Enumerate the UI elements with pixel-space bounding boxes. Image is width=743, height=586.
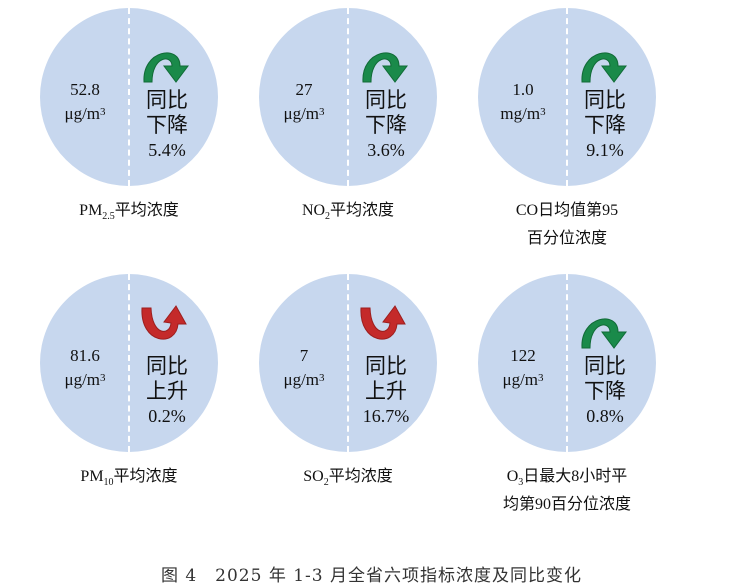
change-percentage: 0.8% bbox=[586, 406, 624, 426]
metric-label: PM2.5平均浓度 bbox=[79, 202, 179, 223]
value-unit: μg/m3 bbox=[265, 102, 343, 126]
change-label-line1: 同比 bbox=[584, 354, 626, 378]
arrow-down-icon bbox=[581, 318, 627, 349]
unit-exponent: 3 bbox=[319, 372, 325, 384]
metric-label: CO日均值第95 百分位浓度 bbox=[515, 202, 619, 248]
unit-exponent: 3 bbox=[100, 106, 106, 118]
change-label: 同比 上升 bbox=[132, 354, 202, 404]
value-number: 27 bbox=[295, 80, 313, 99]
change-label-line1: 同比 bbox=[365, 354, 407, 378]
unit-base: μg/m bbox=[502, 370, 539, 389]
unit-exponent: 3 bbox=[540, 106, 546, 118]
card-pm25: 52.8 μg/m3 同比 下降 5.4% PM2.5平均浓度 bbox=[34, 8, 234, 238]
concentration-value: 52.8 μg/m3 bbox=[46, 78, 124, 126]
change-percentage: 9.1% bbox=[586, 140, 624, 160]
value-number: 1.0 bbox=[512, 80, 534, 99]
arrow-down-icon bbox=[143, 52, 189, 83]
metric-label: PM10平均浓度 bbox=[80, 468, 178, 489]
change-label: 同比 下降 bbox=[570, 88, 640, 138]
change-label-line1: 同比 bbox=[584, 88, 626, 112]
concentration-value: 81.6 μg/m3 bbox=[46, 344, 124, 392]
card-co: 1.0 mg/m3 同比 下降 9.1% CO日均值第95 百分位浓度 bbox=[472, 8, 672, 247]
unit-base: μg/m bbox=[64, 104, 101, 123]
unit-exponent: 3 bbox=[538, 372, 544, 384]
arrow-down-icon bbox=[581, 52, 627, 83]
concentration-value: 1.0 mg/m3 bbox=[484, 78, 562, 126]
change-percentage: 16.7% bbox=[362, 406, 410, 426]
change-direction: 下降 bbox=[365, 113, 407, 137]
unit-exponent: 3 bbox=[100, 372, 106, 384]
change-label-line1: 同比 bbox=[146, 88, 188, 112]
change-percentage: 3.6% bbox=[367, 140, 405, 160]
value-unit: mg/m3 bbox=[484, 102, 562, 126]
unit-base: μg/m bbox=[283, 370, 320, 389]
circle-divider bbox=[128, 274, 130, 452]
concentration-value: 7 μg/m3 bbox=[265, 344, 343, 392]
change-percentage: 0.2% bbox=[148, 406, 186, 426]
value-number: 122 bbox=[510, 346, 536, 365]
unit-base: mg/m bbox=[500, 104, 541, 123]
arrow-down-icon bbox=[362, 52, 408, 83]
arrow-up-icon bbox=[141, 305, 187, 340]
circle-divider bbox=[347, 8, 349, 186]
value-unit: μg/m3 bbox=[46, 368, 124, 392]
change-percentage: 5.4% bbox=[148, 140, 186, 160]
metric-label: O3日最大8小时平 均第90百分位浓度 bbox=[502, 468, 631, 514]
card-no2: 27 μg/m3 同比 下降 3.6% NO2平均浓度 bbox=[253, 8, 453, 238]
change-label: 同比 上升 bbox=[351, 354, 421, 404]
metric-label: NO2平均浓度 bbox=[301, 202, 395, 223]
change-direction: 上升 bbox=[365, 379, 407, 403]
change-direction: 下降 bbox=[146, 113, 188, 137]
figure-caption: 图 4 2025 年 1-3 月全省六项指标浓度及同比变化 bbox=[160, 566, 583, 586]
card-so2: 7 μg/m3 同比 上升 16.7% SO2平均浓度 bbox=[253, 274, 453, 504]
unit-exponent: 3 bbox=[319, 106, 325, 118]
change-label: 同比 下降 bbox=[351, 88, 421, 138]
card-pm10: 81.6 μg/m3 同比 上升 0.2% PM10平均浓度 bbox=[34, 274, 234, 504]
value-number: 52.8 bbox=[70, 80, 100, 99]
value-unit: μg/m3 bbox=[484, 368, 562, 392]
arrow-up-icon bbox=[360, 305, 406, 340]
concentration-value: 27 μg/m3 bbox=[265, 78, 343, 126]
change-direction: 下降 bbox=[584, 379, 626, 403]
circle-divider bbox=[347, 274, 349, 452]
change-direction: 上升 bbox=[146, 379, 188, 403]
value-number: 7 bbox=[299, 346, 309, 365]
value-unit: μg/m3 bbox=[265, 368, 343, 392]
circle-divider bbox=[566, 274, 568, 452]
unit-base: μg/m bbox=[283, 104, 320, 123]
circle-divider bbox=[566, 8, 568, 186]
value-unit: μg/m3 bbox=[46, 102, 124, 126]
change-label: 同比 下降 bbox=[570, 354, 640, 404]
concentration-value: 122 μg/m3 bbox=[484, 344, 562, 392]
change-label-line1: 同比 bbox=[365, 88, 407, 112]
metric-label: SO2平均浓度 bbox=[303, 468, 393, 489]
circle-divider bbox=[128, 8, 130, 186]
card-o3: 122 μg/m3 同比 下降 0.8% O3日最大8小时平 均第90百分位浓度 bbox=[472, 274, 672, 513]
change-label-line1: 同比 bbox=[146, 354, 188, 378]
change-direction: 下降 bbox=[584, 113, 626, 137]
unit-base: μg/m bbox=[64, 370, 101, 389]
change-label: 同比 下降 bbox=[132, 88, 202, 138]
value-number: 81.6 bbox=[70, 346, 100, 365]
